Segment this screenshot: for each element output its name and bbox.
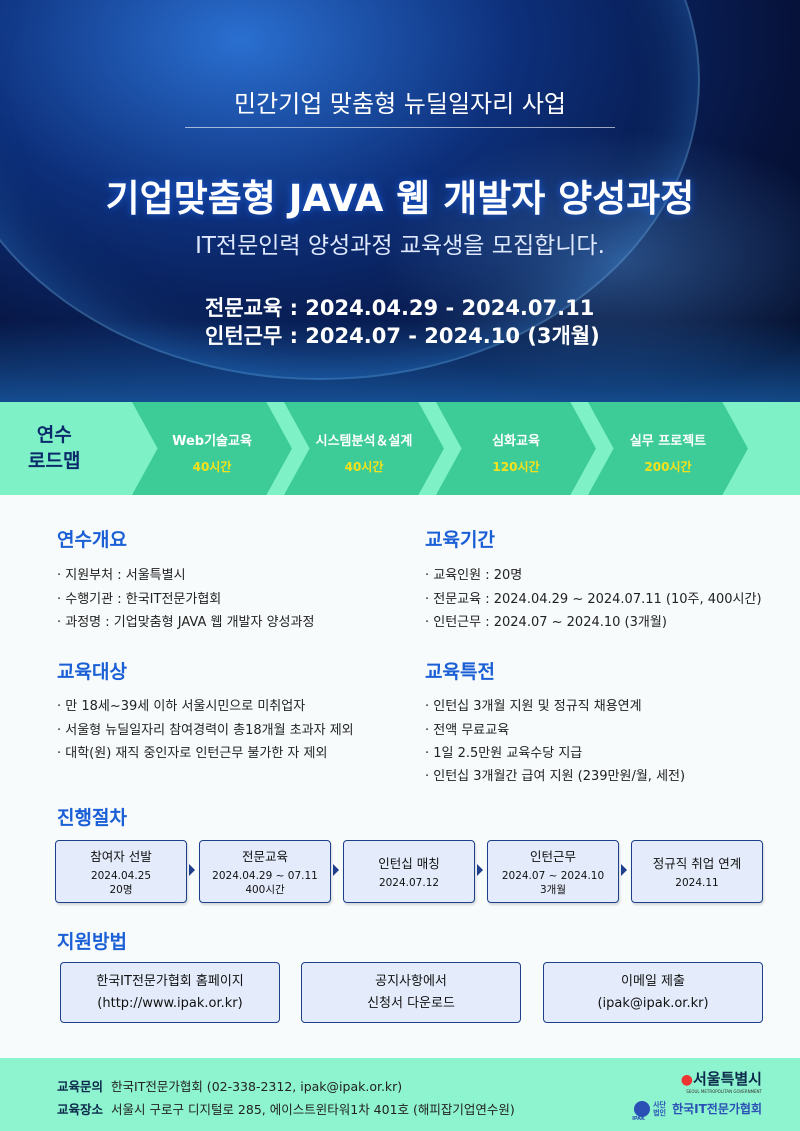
period-heading: 교육기간 [425, 529, 495, 551]
list-item: · 인턴십 3개월 지원 및 정규직 채용연계 [425, 699, 642, 714]
apply-heading: 지원방법 [57, 931, 127, 953]
apply-method-website: 한국IT전문가협회 홈페이지(http://www.ipak.or.kr) [60, 962, 280, 1023]
apply-method-email: 이메일 제출(ipak@ipak.or.kr) [543, 962, 763, 1023]
list-item: · 수행기관 : 한국IT전문가협회 [57, 592, 222, 607]
arrow-right-icon [477, 864, 483, 876]
list-item: · 전문교육 : 2024.04.29 ~ 2024.07.11 (10주, 4… [425, 592, 762, 607]
benefits-heading: 교육특전 [425, 661, 495, 683]
list-item: · 대학(원) 재직 중인자로 인턴근무 불가한 자 제외 [57, 746, 328, 761]
subtitle: IT전문인력 양성과정 교육생을 모집합니다. [195, 233, 605, 259]
list-item: · 서울형 뉴딜일자리 참여경력이 총18개월 초과자 제외 [57, 723, 354, 738]
list-item: · 인턴십 3개월간 급여 지원 (239만원/월, 세전) [425, 769, 686, 784]
ipak-logo: IPAK 사단법인 한국IT전문가협회 [632, 1100, 762, 1122]
list-item: · 1일 2.5만원 교육수당 지급 [425, 746, 583, 761]
hero-glow [380, 130, 800, 390]
hero-banner: 민간기업 맞춤형 뉴딜일자리 사업 기업맞춤형 JAVA 웹 개발자 양성과정 … [0, 0, 800, 402]
arrow-right-icon [621, 864, 627, 876]
list-item: · 인턴근무 : 2024.07 ~ 2024.10 (3개월) [425, 615, 667, 630]
arrow-right-icon [189, 864, 195, 876]
divider [185, 127, 615, 128]
process-heading: 진행절차 [57, 807, 127, 829]
target-heading: 교육대상 [57, 661, 127, 683]
hero-floor [0, 320, 800, 402]
arrow-right-icon [333, 864, 339, 876]
overview-heading: 연수개요 [57, 529, 127, 551]
program-name: 민간기업 맞춤형 뉴딜일자리 사업 [233, 90, 566, 118]
page-title: 기업맞춤형 JAVA 웹 개발자 양성과정 [105, 177, 695, 220]
training-date: 전문교육 : 2024.04.29 - 2024.07.11 [205, 296, 595, 320]
list-item: · 교육인원 : 20명 [425, 568, 523, 583]
list-item: · 과정명 : 기업맞춤형 JAVA 웹 개발자 양성과정 [57, 615, 315, 630]
seoul-logo: ●서울특별시 SEOUL METROPOLITAN GOVERNMENT [680, 1070, 762, 1094]
list-item: · 만 18세~39세 이하 서울시민으로 미취업자 [57, 699, 306, 714]
list-item: · 지원부처 : 서울특별시 [57, 568, 186, 583]
list-item: · 전액 무료교육 [425, 723, 510, 738]
intern-date: 인턴근무 : 2024.07 - 2024.10 (3개월) [205, 324, 600, 348]
